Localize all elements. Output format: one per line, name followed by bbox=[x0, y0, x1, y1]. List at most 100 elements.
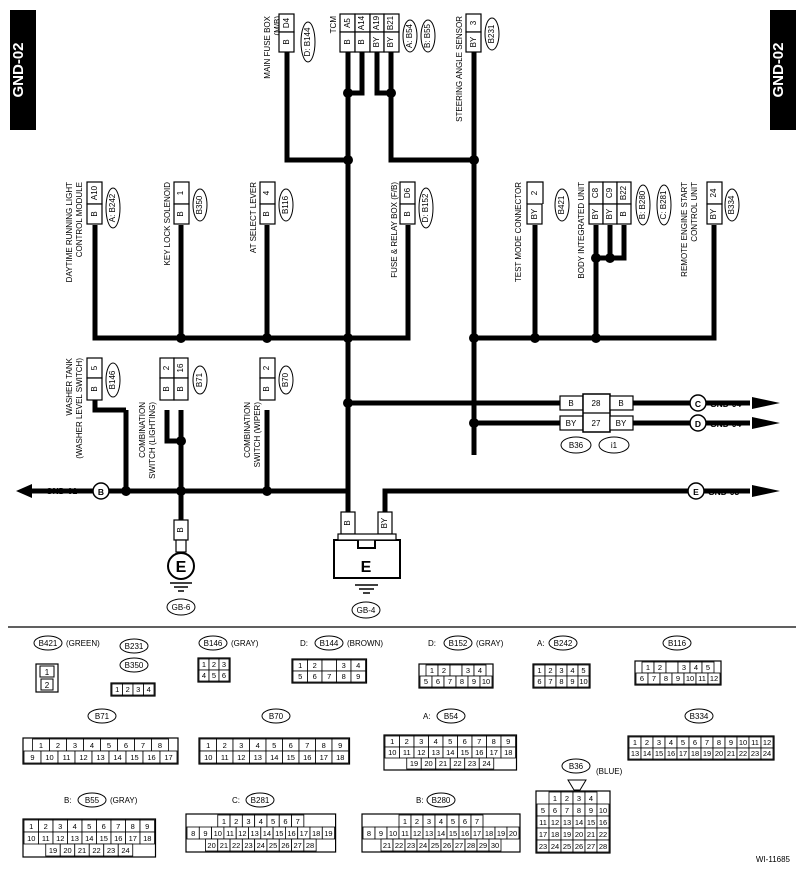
cavity-number: 4 bbox=[570, 666, 574, 675]
wire-color: BY bbox=[566, 419, 577, 428]
cavity-number: 6 bbox=[102, 822, 106, 831]
cavity-number: 26 bbox=[281, 841, 289, 850]
svg-text:B280: B280 bbox=[432, 796, 451, 805]
cavity-number: 7 bbox=[565, 806, 569, 815]
cavity-number: 7 bbox=[116, 822, 120, 831]
cavity-number: 11 bbox=[401, 829, 409, 838]
cavity-number: 27 bbox=[455, 841, 463, 850]
cavity-number: 11 bbox=[42, 834, 50, 843]
cavity-number: 17 bbox=[539, 830, 547, 839]
svg-text:B144: B144 bbox=[320, 639, 339, 648]
cavity-number: 12 bbox=[238, 829, 246, 838]
wire-color: B bbox=[568, 399, 573, 408]
cavity-number: 1 bbox=[403, 817, 407, 826]
unit-label: KEY LOCK SOLENOID bbox=[163, 182, 172, 266]
pin-label: 2 bbox=[530, 190, 539, 195]
cavity-number: 9 bbox=[472, 677, 476, 686]
cavity-number: 7 bbox=[477, 737, 481, 746]
cavity-number: 19 bbox=[324, 829, 332, 838]
cavity-number: 5 bbox=[451, 817, 455, 826]
cavity-number: 22 bbox=[92, 846, 100, 855]
cavity-number: 4 bbox=[669, 738, 673, 747]
cavity-number: 9 bbox=[30, 753, 34, 762]
cavity-number: 5 bbox=[271, 817, 275, 826]
cavity-number: 28 bbox=[599, 842, 607, 851]
cavity-number: 20 bbox=[63, 846, 71, 855]
svg-text:1: 1 bbox=[45, 668, 50, 677]
ref-text: GND-04 bbox=[710, 399, 741, 409]
cavity-number: 12 bbox=[56, 834, 64, 843]
svg-text:(GRAY): (GRAY) bbox=[476, 639, 504, 648]
cavity-number: 2 bbox=[565, 794, 569, 803]
cavity-number: 23 bbox=[751, 749, 759, 758]
cavity-number: 8 bbox=[191, 829, 195, 838]
cavity-number: 5 bbox=[298, 672, 302, 681]
cavity-number: 7 bbox=[327, 672, 331, 681]
svg-text:B:: B: bbox=[416, 796, 424, 805]
svg-text:B116: B116 bbox=[668, 639, 687, 648]
cavity-number: 14 bbox=[446, 748, 454, 757]
pin-label: 3 bbox=[469, 20, 478, 25]
cavity-number: 10 bbox=[686, 674, 694, 683]
cavity-number: 4 bbox=[434, 737, 438, 746]
cavity-number: 25 bbox=[563, 842, 571, 851]
cavity-number: 8 bbox=[158, 741, 162, 750]
cavity-number: 19 bbox=[703, 749, 711, 758]
connector-code: B146 bbox=[108, 370, 117, 389]
svg-text:B55: B55 bbox=[85, 796, 100, 805]
cavity-number: 3 bbox=[246, 817, 250, 826]
cavity-number: 2 bbox=[415, 817, 419, 826]
cavity-number: 19 bbox=[410, 759, 418, 768]
svg-text:B242: B242 bbox=[554, 639, 573, 648]
cavity-number: 1 bbox=[633, 738, 637, 747]
wire-color: B bbox=[176, 386, 185, 391]
connector-cavity bbox=[665, 661, 679, 674]
cavity-number: 23 bbox=[407, 841, 415, 850]
cavity-number: 10 bbox=[389, 829, 397, 838]
unit-label: REMOTE ENGINE START bbox=[680, 182, 689, 277]
cavity-number: 28 bbox=[467, 841, 475, 850]
cavity-number: 16 bbox=[114, 834, 122, 843]
unit-sublabel: (M/B) bbox=[273, 16, 282, 36]
cavity-number: 3 bbox=[657, 738, 661, 747]
svg-text:B350: B350 bbox=[125, 661, 144, 670]
cavity-number: 24 bbox=[482, 759, 490, 768]
cavity-number: 6 bbox=[436, 677, 440, 686]
cavity-number: 10 bbox=[599, 806, 607, 815]
cavity-number: 6 bbox=[693, 738, 697, 747]
cavity-number: 29 bbox=[479, 841, 487, 850]
cavity-number: 6 bbox=[463, 817, 467, 826]
cavity-number: 2 bbox=[405, 737, 409, 746]
cavity-number: 13 bbox=[71, 834, 79, 843]
connector-cavity bbox=[479, 675, 493, 688]
cavity-number: 22 bbox=[232, 841, 240, 850]
cavity-number: 8 bbox=[559, 677, 563, 686]
cavity-number: 1 bbox=[390, 737, 394, 746]
cavity-number: 17 bbox=[679, 749, 687, 758]
cavity-number: 27 bbox=[294, 841, 302, 850]
cavity-number: 4 bbox=[90, 741, 94, 750]
cavity-number: 24 bbox=[763, 749, 771, 758]
cavity-number: 11 bbox=[539, 818, 547, 827]
cavity-number: 1 bbox=[222, 817, 226, 826]
unit-main-fuse-box: MAIN FUSE BOX (M/B) D4 B D: B144 bbox=[263, 13, 316, 79]
cavity-number: 1 bbox=[206, 741, 210, 750]
wire-color: B bbox=[90, 386, 99, 391]
ref-text: GND-03 bbox=[708, 487, 739, 497]
cavity-number: 8 bbox=[131, 822, 135, 831]
unit-combination-switch-lighting: COMBINATION SWITCH (LIGHTING) 2 16 B B B… bbox=[138, 357, 208, 479]
wire-color: BY bbox=[605, 208, 614, 219]
cavity-number: 23 bbox=[107, 846, 115, 855]
cavity-number: 24 bbox=[257, 841, 265, 850]
unit-at-select-lever: AT SELECT LEVER 4 B B116 bbox=[249, 181, 294, 253]
svg-text:A:: A: bbox=[423, 712, 431, 721]
cavity-number: 11 bbox=[403, 748, 411, 757]
cavity-number: 2 bbox=[645, 738, 649, 747]
